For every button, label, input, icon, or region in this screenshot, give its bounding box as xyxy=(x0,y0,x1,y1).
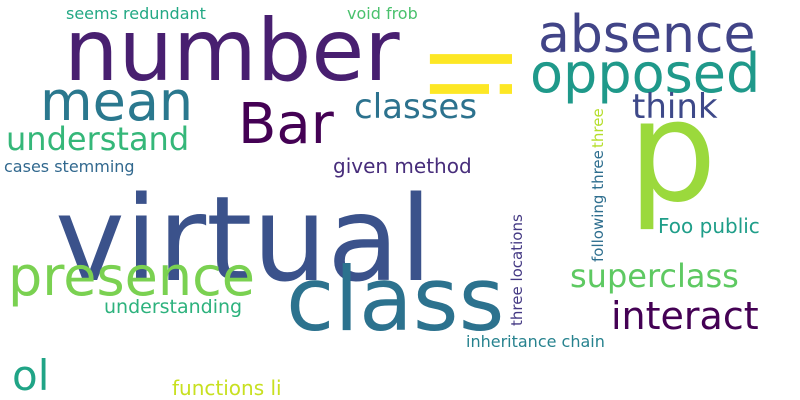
word-classes: classes xyxy=(354,87,477,127)
word-given-method: given method xyxy=(333,154,472,178)
word-presence: presence xyxy=(8,245,255,308)
word-p: p xyxy=(628,71,717,234)
word-following-three: following three xyxy=(589,150,607,262)
word-foo-public: Foo public xyxy=(658,214,760,238)
word-cases-stemming: cases stemming xyxy=(4,157,135,176)
word-functions-li: functions li xyxy=(172,376,282,400)
word-mean: mean xyxy=(40,70,193,133)
word-inheritance-chain: inheritance chain xyxy=(466,332,605,351)
word-void-frob: void frob xyxy=(347,4,418,23)
word-opposed: opposed xyxy=(530,42,760,105)
word-class: class xyxy=(286,248,504,351)
word-think: think xyxy=(632,87,718,127)
word-ol: ol xyxy=(12,351,49,400)
word-seems-redundant: seems redundant xyxy=(66,4,206,23)
word-bar: Bar xyxy=(238,92,335,157)
word-superclass: superclass xyxy=(570,257,739,295)
word-understanding: understanding xyxy=(104,296,242,318)
word-understand: understand xyxy=(6,120,189,158)
word-virtual: virtual xyxy=(55,170,432,308)
word-number: number xyxy=(64,1,400,101)
word-three: three xyxy=(589,108,607,148)
word-three-locations: three locations xyxy=(508,214,526,326)
word-absence: absence xyxy=(538,5,756,65)
word-interact: interact xyxy=(611,294,759,338)
word-li: li xyxy=(404,44,529,104)
